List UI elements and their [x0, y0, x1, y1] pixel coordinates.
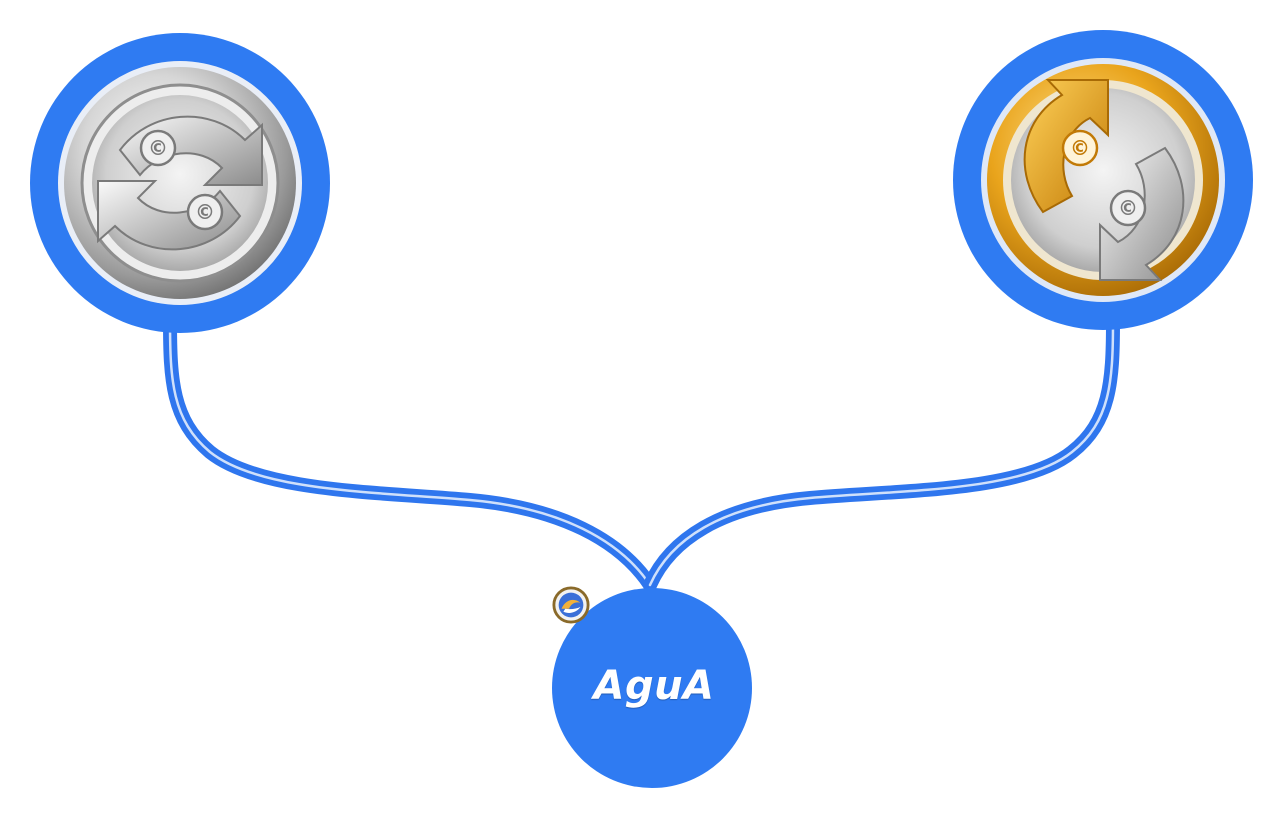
svg-text:©: © — [148, 136, 168, 160]
left-node[interactable]: © © — [30, 33, 330, 333]
left-connector — [163, 313, 657, 592]
gold-sync-icon: © © — [1023, 79, 1185, 281]
svg-text:©: © — [1118, 196, 1138, 220]
silver-sync-icon: © © — [97, 115, 263, 251]
svg-text:©: © — [1070, 136, 1090, 160]
svg-text:©: © — [195, 200, 215, 224]
right-node[interactable]: © © — [953, 30, 1253, 330]
right-connector — [643, 315, 1120, 592]
center-node[interactable] — [552, 588, 752, 788]
